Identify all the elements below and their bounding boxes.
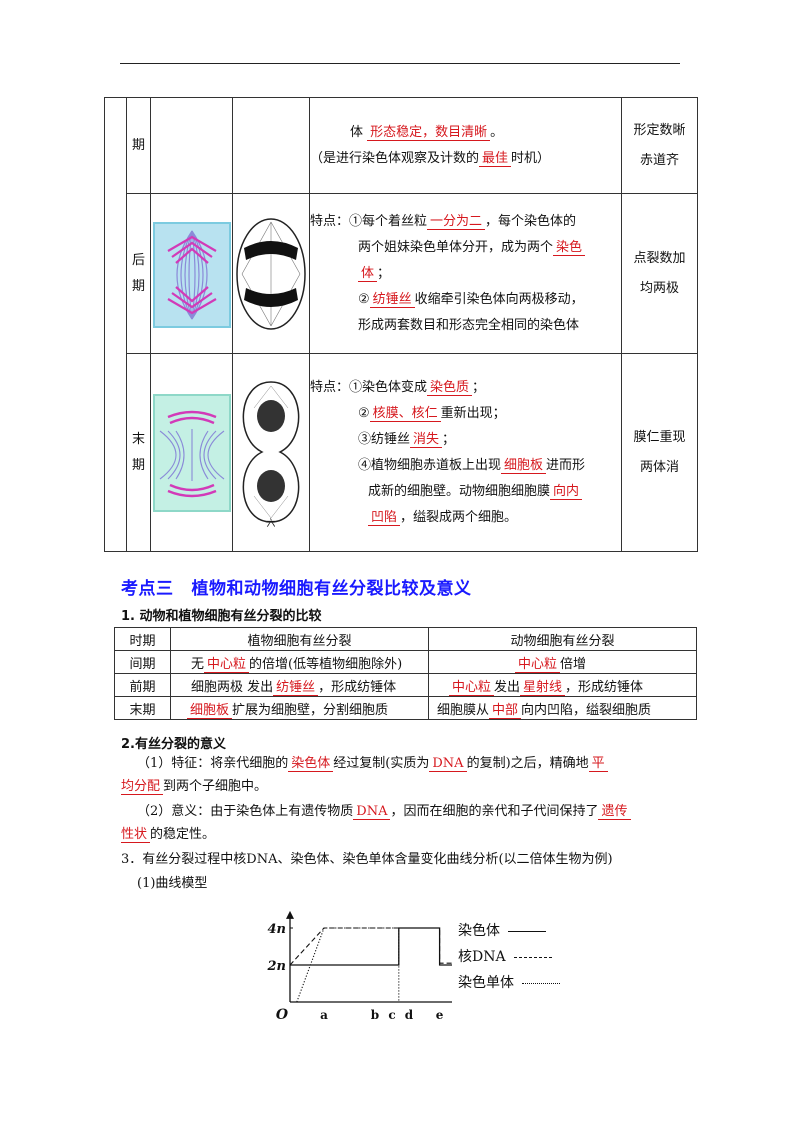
blank-chromosome-a: 染色 bbox=[553, 239, 586, 256]
anaphase-animal-image-cell bbox=[232, 193, 310, 354]
blank-nuclear-membrane: 核膜、核仁 bbox=[369, 405, 441, 422]
comparison-table: 时期 植物细胞有丝分裂 动物细胞有丝分裂 间期 无中心粒的倍增(低等植物细胞除外… bbox=[114, 627, 697, 720]
meaning-line-4: 性状的稳定性。 bbox=[121, 827, 216, 843]
blank-best: 最佳 bbox=[479, 150, 512, 167]
telophase-animal-cell-image: 六 bbox=[242, 380, 300, 528]
outer-stage-column bbox=[104, 97, 127, 552]
y-axis-arrow-icon bbox=[286, 910, 294, 919]
blank-inward-b: 凹陷 bbox=[368, 509, 401, 526]
metaphase-animal-image-cell bbox=[232, 97, 310, 194]
subheading-comparison: 1. 动物和植物细胞有丝分裂的比较 bbox=[121, 609, 322, 624]
header-rule bbox=[120, 63, 680, 64]
section-heading: 考点三植物和动物细胞有丝分裂比较及意义 bbox=[121, 579, 472, 599]
blank-shape-stable: 形态稳定，数目清晰 bbox=[367, 124, 491, 141]
blank-inward-a: 向内 bbox=[550, 483, 583, 500]
metaphase-plant-image-cell bbox=[150, 97, 233, 194]
x-tick-label: c bbox=[388, 1008, 395, 1022]
telophase-plant-image-cell bbox=[150, 353, 233, 552]
legend-item-chromatid: 染色单体 bbox=[458, 970, 560, 996]
anaphase-description: 特点：①每个着丝粒一分为二，每个染色体的 两个姐妹染色单体分开，成为两个染色 体… bbox=[309, 193, 622, 354]
blank-split: 一分为二 bbox=[427, 213, 486, 230]
series-line-2 bbox=[296, 927, 400, 1003]
header-animal: 动物细胞有丝分裂 bbox=[428, 627, 697, 651]
blank-cell-plate: 细胞板 bbox=[501, 457, 547, 474]
mitosis-phase-table: 期 体 形态稳定，数目清晰。 （是进行染色体观察及计数的最佳时机） 形定数晰 赤… bbox=[104, 97, 698, 552]
meaning-line-2: 均分配到两个子细胞中。 bbox=[121, 779, 268, 795]
y-tick-label: 4n bbox=[268, 922, 287, 937]
header-period: 时期 bbox=[114, 627, 171, 651]
subheading-meaning: 2.有丝分裂的意义 bbox=[121, 737, 226, 752]
metaphase-mnemonic: 形定数晰 赤道齐 bbox=[621, 97, 698, 194]
table-header-row: 时期 植物细胞有丝分裂 动物细胞有丝分裂 bbox=[114, 627, 697, 651]
telophase-animal-image-cell: 六 bbox=[232, 353, 310, 552]
anaphase-plant-image-cell bbox=[150, 193, 233, 354]
anaphase-plant-cell-image bbox=[152, 221, 231, 328]
row-metaphase: 期 体 形态稳定，数目清晰。 （是进行染色体观察及计数的最佳时机） 形定数晰 赤… bbox=[104, 97, 698, 552]
x-tick-label: d bbox=[405, 1008, 414, 1022]
table-row: 末期 细胞板扩展为细胞壁，分割细胞质 细胞膜从中部向内凹陷，缢裂细胞质 bbox=[114, 696, 697, 720]
legend-item-dna: 核DNA bbox=[458, 944, 560, 970]
item-3-sub: (1)曲线模型 bbox=[137, 876, 208, 891]
anaphase-mnemonic: 点裂数加 均两极 bbox=[621, 193, 698, 354]
blank-chromatin: 染色质 bbox=[427, 379, 473, 396]
x-tick-label: b bbox=[371, 1008, 379, 1022]
table-row: 前期 细胞两极 发出纺锤丝，形成纺锤体 中心粒发出星射线，形成纺锤体 bbox=[114, 673, 697, 697]
legend-item-chromosome: 染色体 bbox=[458, 918, 560, 944]
telophase-mnemonic: 膜仁重现 两体消 bbox=[621, 353, 698, 552]
blank-disappear: 消失 bbox=[410, 431, 443, 448]
table-row: 间期 无中心粒的倍增(低等植物细胞除外) 中心粒倍增 bbox=[114, 650, 697, 674]
header-plant: 植物细胞有丝分裂 bbox=[170, 627, 429, 651]
y-tick-label: 2n bbox=[267, 959, 287, 974]
telophase-plant-cell-image bbox=[152, 393, 231, 512]
blank-chromosome-b: 体 bbox=[358, 265, 378, 282]
row-telophase: 末 期 bbox=[105, 353, 698, 552]
item-3: 3．有丝分裂过程中核DNA、染色体、染色单体含量变化曲线分析(以二倍体生物为例) bbox=[121, 852, 613, 867]
metaphase-description: 体 形态稳定，数目清晰。 （是进行染色体观察及计数的最佳时机） bbox=[309, 97, 622, 194]
blank-spindle-fiber: 纺锤丝 bbox=[369, 291, 415, 308]
stage-anaphase: 后 期 bbox=[126, 193, 151, 354]
stage-metaphase: 期 bbox=[126, 97, 151, 194]
series-line-1 bbox=[289, 927, 452, 966]
anaphase-animal-cell-image bbox=[236, 217, 306, 330]
image-label: 六 bbox=[266, 517, 275, 528]
stage-telophase: 末 期 bbox=[126, 353, 151, 552]
x-tick-label: e bbox=[436, 1008, 444, 1022]
x-tick-label: a bbox=[320, 1008, 328, 1022]
series-line-0 bbox=[290, 927, 452, 966]
x-tick-label: O bbox=[276, 1007, 289, 1023]
row-anaphase: 后 期 bbox=[105, 193, 698, 354]
chart-legend: 染色体 核DNA 染色单体 bbox=[458, 918, 560, 996]
